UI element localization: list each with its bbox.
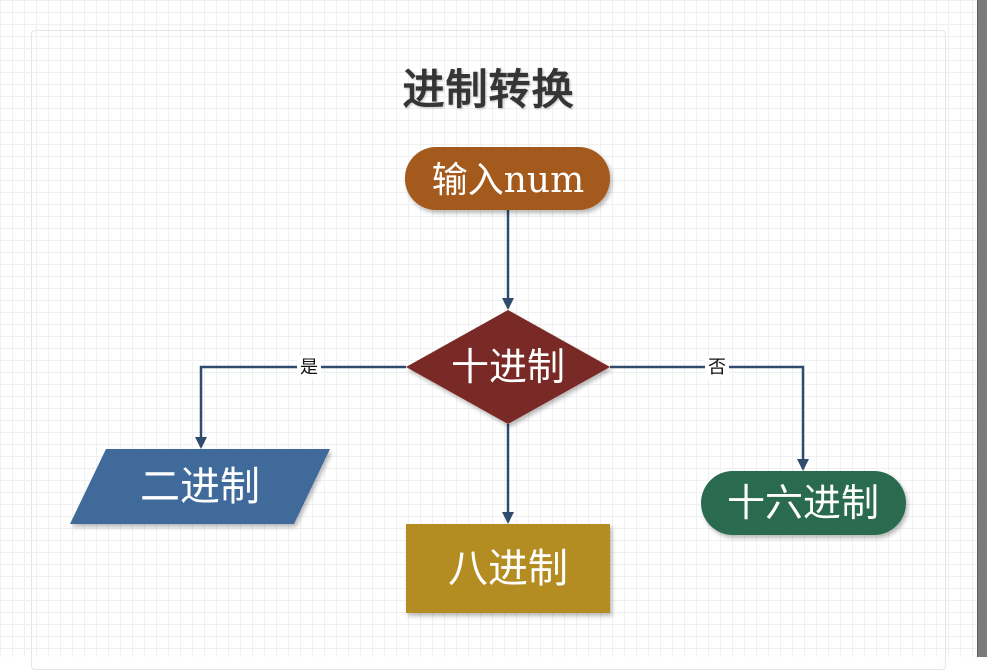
connectors: [195, 210, 809, 524]
flowchart: 是 否 输入num 十进制 二进制 八进制 十六进制: [70, 147, 906, 613]
node-decision-label: 十进制: [451, 345, 565, 389]
edge-decision-to-binary[interactable]: [195, 365, 406, 449]
node-octal[interactable]: 八进制: [406, 524, 610, 613]
node-hex[interactable]: 十六进制: [701, 471, 906, 535]
node-binary[interactable]: 二进制: [70, 449, 330, 524]
edge-label-no: 否: [708, 357, 726, 378]
right-scrollbar[interactable]: [977, 0, 987, 657]
node-input-label: 输入num: [432, 160, 585, 201]
node-binary-shape: [70, 449, 330, 524]
edge-label-yes: 是: [300, 357, 318, 378]
node-input[interactable]: 输入num: [405, 147, 610, 210]
node-octal-shape: [406, 524, 610, 613]
node-binary-label: 二进制: [140, 464, 260, 510]
node-input-shape: [405, 147, 610, 210]
node-octal-label: 八进制: [448, 546, 568, 592]
no-label-bg: [705, 356, 729, 378]
yes-label-bg: [297, 356, 321, 378]
node-hex-label: 十六进制: [727, 481, 879, 525]
diagram-title: 进制转换: [402, 65, 575, 114]
node-decision-shape: [406, 310, 610, 424]
node-decision[interactable]: 十进制: [406, 310, 610, 424]
edge-decision-to-hex[interactable]: [610, 365, 809, 471]
node-hex-shape: [701, 471, 906, 535]
